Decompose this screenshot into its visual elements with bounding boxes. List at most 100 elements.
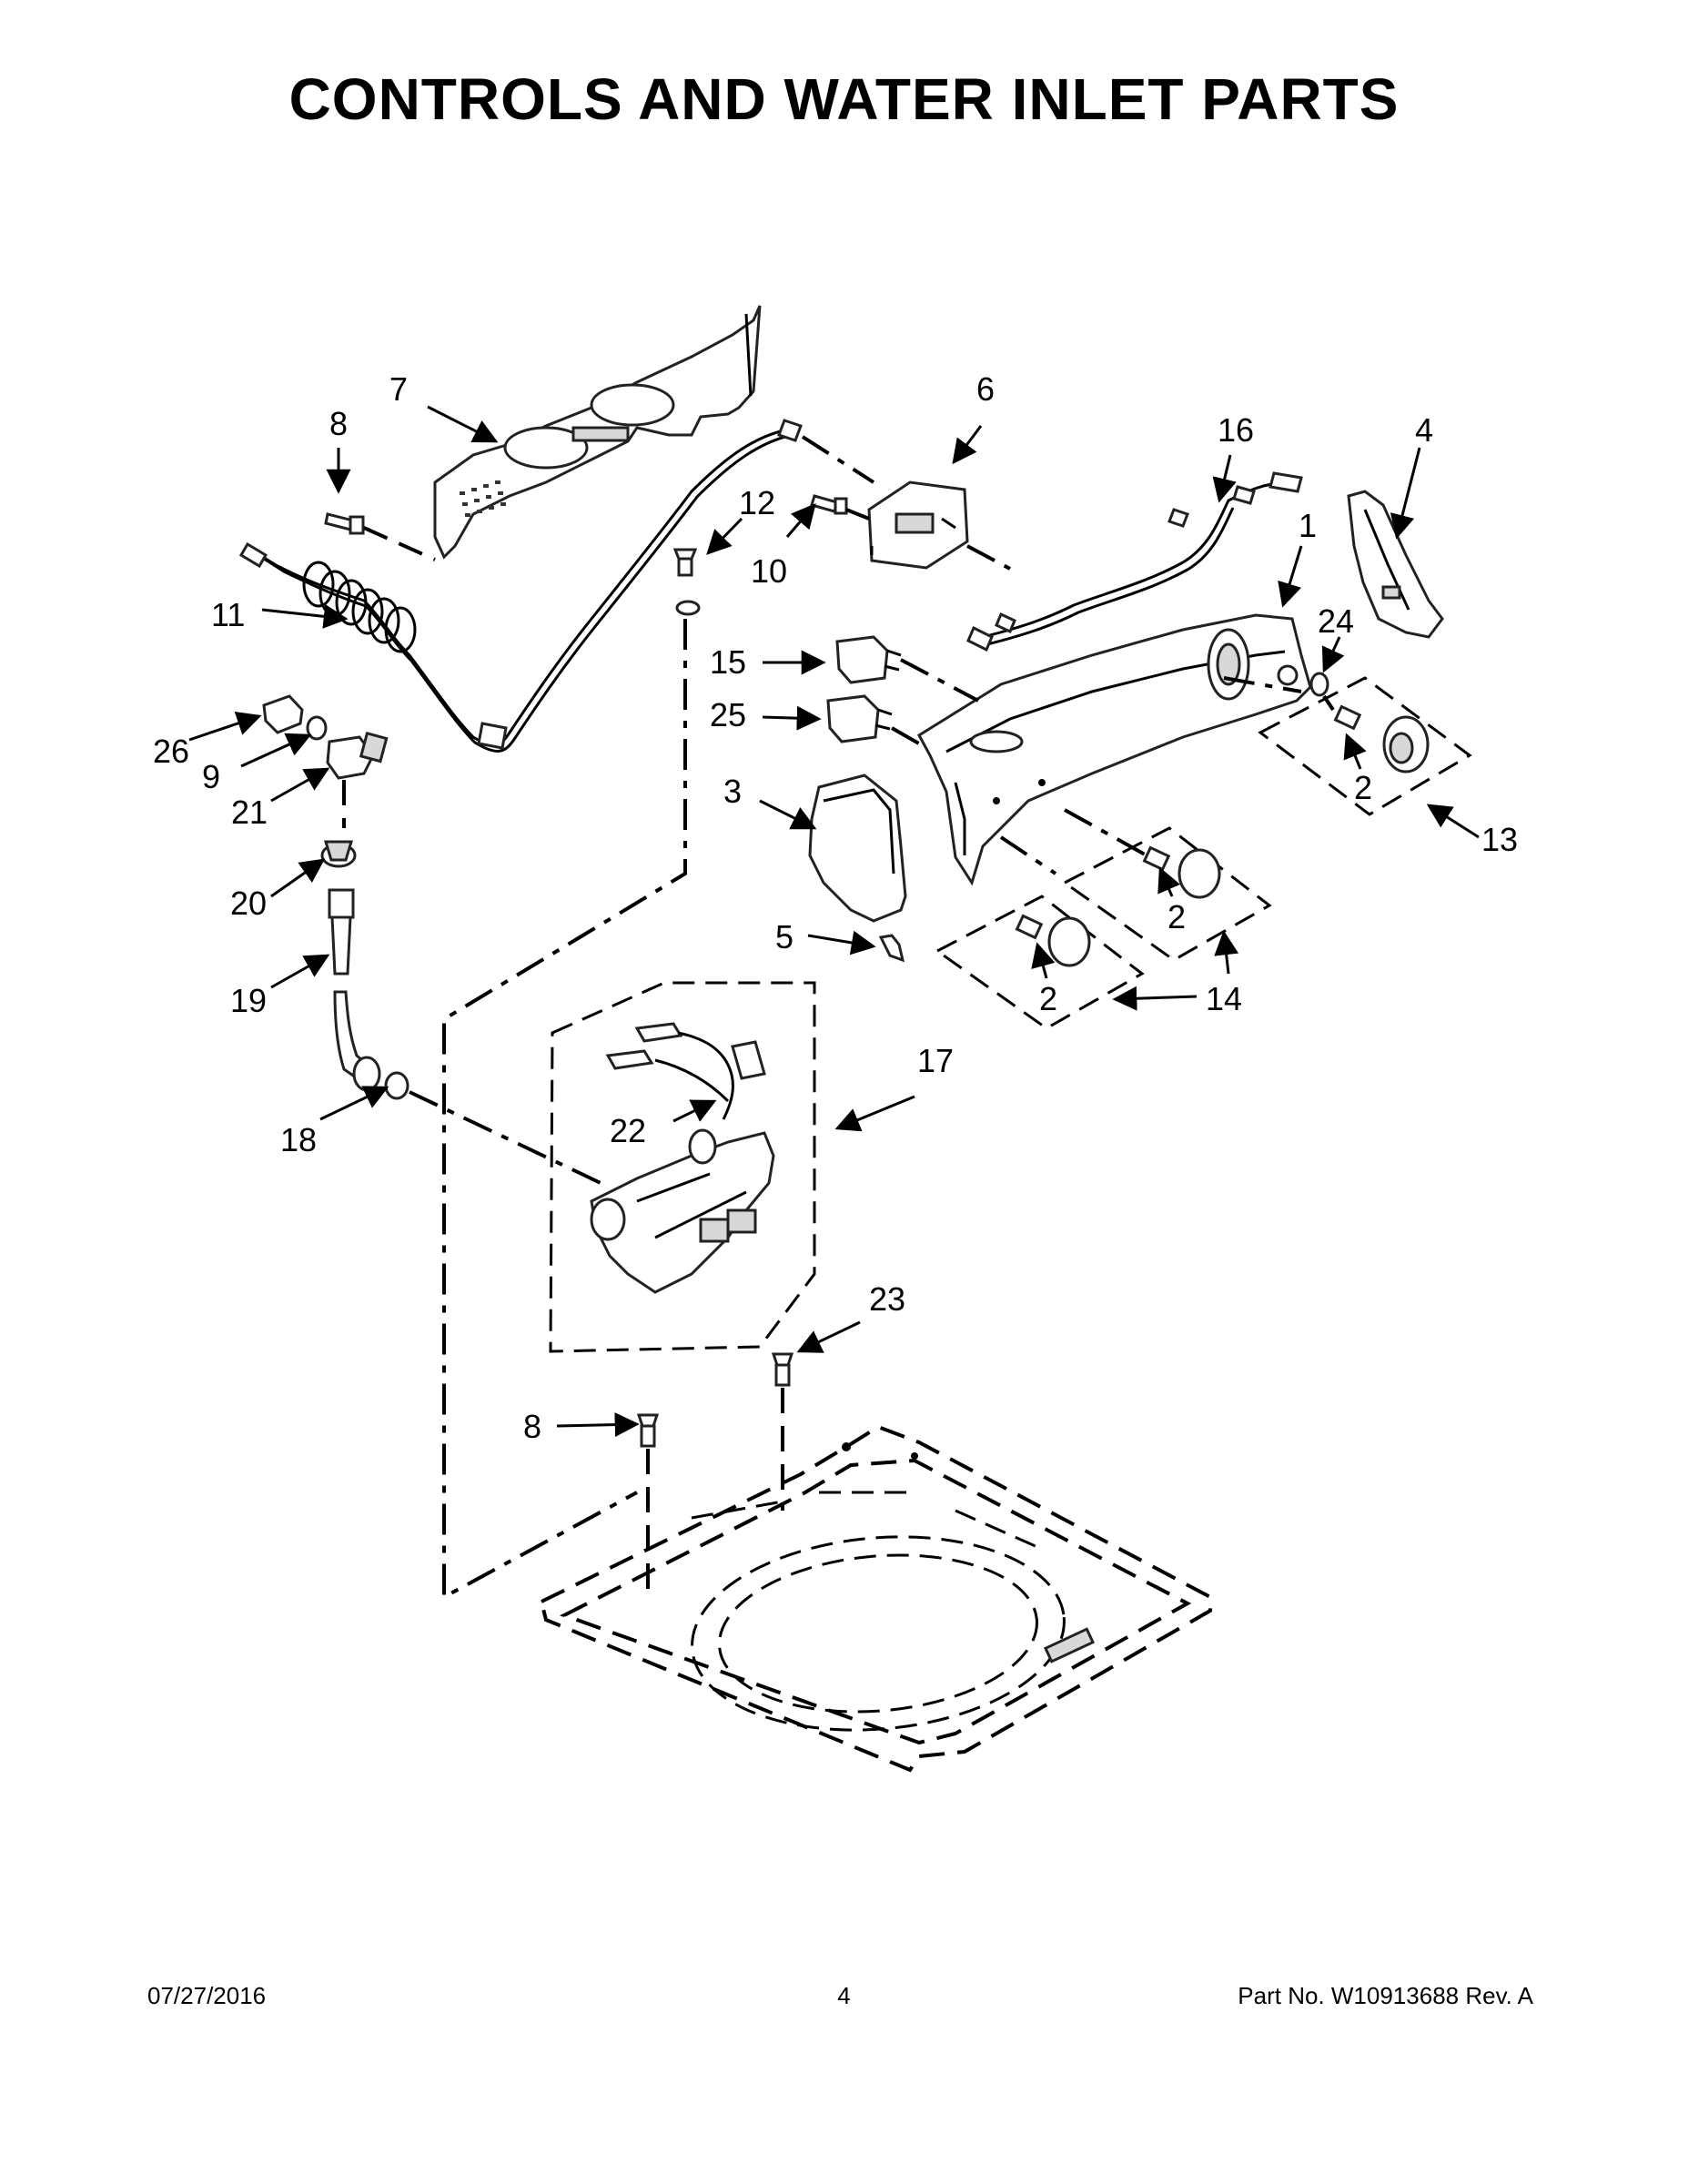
arrow-22 — [672, 1099, 717, 1123]
callout-2a: 2 — [1354, 769, 1372, 806]
callout-7: 7 — [389, 370, 408, 408]
screw-23 — [771, 1352, 794, 1387]
knob-14a-shaft — [1064, 808, 1147, 857]
callout-25: 25 — [710, 696, 746, 733]
inlet-fitting-26 — [262, 694, 304, 734]
washer-top-cabinet — [539, 1424, 1212, 1773]
wire-harness-22 — [605, 1022, 766, 1120]
inlet-valve-21 — [326, 731, 389, 780]
arrow-14a — [1214, 930, 1239, 975]
switch-upper — [835, 635, 902, 684]
screw-bottom — [636, 1413, 660, 1448]
callout-24: 24 — [1318, 602, 1354, 640]
shaft-line — [1223, 676, 1302, 693]
washer-9 — [306, 715, 328, 741]
control-board — [867, 480, 969, 570]
callout-3: 3 — [723, 773, 742, 810]
switch-upper-line — [900, 658, 979, 703]
callout-5: 5 — [775, 918, 793, 956]
arrow-11 — [261, 603, 349, 629]
water-valve-17 — [590, 1128, 775, 1294]
callout-26: 26 — [153, 733, 189, 770]
callout-18: 18 — [280, 1121, 317, 1158]
board-screw-leader-line — [845, 508, 870, 521]
inlet-hose-to-valve-line — [409, 1090, 601, 1185]
arrow-12 — [706, 517, 743, 555]
footer-date: 07/27/2016 — [147, 1982, 267, 2009]
arrow-3 — [759, 799, 817, 830]
callout-14: 14 — [1206, 980, 1242, 1017]
knob-14a — [1142, 845, 1221, 899]
callout-17: 17 — [917, 1042, 954, 1079]
console — [917, 613, 1312, 886]
callout-8-top: 8 — [329, 405, 348, 442]
control-board-mount-line — [966, 544, 1011, 571]
switch-lower — [826, 694, 893, 743]
callout-15: 15 — [710, 643, 746, 681]
callout-4: 4 — [1415, 411, 1433, 449]
callout-16: 16 — [1218, 411, 1254, 449]
arrow-7 — [427, 405, 499, 443]
callout-21: 21 — [231, 794, 268, 831]
arrow-13 — [1426, 804, 1480, 839]
knob-14b-shaft — [999, 835, 1057, 875]
arrow-26 — [188, 711, 262, 742]
callout-6: 6 — [976, 370, 995, 408]
arrow-24 — [1321, 636, 1345, 673]
arrow-8-bottom — [556, 1412, 640, 1438]
arrow-5 — [807, 930, 876, 956]
callout-1: 1 — [1299, 507, 1317, 544]
board-screw — [810, 494, 848, 515]
arrow-16 — [1212, 454, 1237, 503]
callout-19: 19 — [230, 982, 267, 1019]
washer-18 — [384, 1071, 409, 1100]
power-cord — [238, 419, 803, 753]
screw-top-leader-line — [363, 526, 436, 561]
arrow-20 — [270, 858, 326, 898]
arrow-2b — [1157, 866, 1181, 897]
arrow-14b — [1112, 986, 1198, 1011]
arrow-23 — [796, 1320, 861, 1353]
spacer — [1309, 672, 1329, 697]
arrow-17 — [834, 1095, 915, 1132]
arrow-19 — [270, 954, 330, 989]
knob-group-14b-outline — [935, 895, 1145, 1030]
screen-filter-20 — [320, 840, 357, 868]
callout-8-bottom: 8 — [523, 1408, 541, 1445]
callout-2b: 2 — [1167, 898, 1186, 935]
switch-lower-line — [891, 726, 925, 748]
callout-9: 9 — [202, 758, 220, 795]
callout-13: 13 — [1481, 821, 1518, 858]
knob-group-14a-outline — [1062, 826, 1272, 962]
ground-path-line — [442, 619, 687, 1601]
leader-arrows — [188, 405, 1480, 1438]
control-panel-bracket — [433, 305, 762, 560]
arrow-25 — [762, 705, 822, 731]
arrow-18 — [319, 1086, 389, 1121]
clip — [878, 934, 905, 963]
arrow-4 — [1390, 447, 1421, 540]
arrow-21 — [270, 767, 330, 803]
footer-part-number: Part No. W10913688 Rev. A — [1238, 1982, 1533, 2009]
screw-top — [324, 512, 365, 535]
callout-11: 11 — [211, 596, 245, 633]
knob-13-shaft — [1322, 694, 1335, 712]
callout-labels: 7 8 6 16 4 12 1 10 11 24 15 25 26 9 3 21… — [153, 370, 1518, 1445]
arrow-6 — [952, 425, 983, 465]
arrow-2c — [1031, 942, 1056, 979]
console-end-cap — [1347, 490, 1444, 639]
dispenser-lid — [808, 774, 907, 923]
callout-22: 22 — [610, 1112, 646, 1149]
wire-harness — [966, 471, 1303, 652]
callout-12: 12 — [739, 484, 775, 521]
footer-page-number: 4 — [837, 1982, 851, 2009]
knob-group-13-outline — [1258, 676, 1472, 816]
screw-with-washer — [672, 548, 701, 616]
knob-14b — [1015, 914, 1091, 967]
callout-20: 20 — [230, 885, 267, 922]
arrow-1 — [1278, 545, 1303, 608]
callout-2c: 2 — [1039, 980, 1057, 1017]
arrow-2a — [1343, 733, 1367, 770]
inlet-hose-19 — [328, 888, 381, 1092]
